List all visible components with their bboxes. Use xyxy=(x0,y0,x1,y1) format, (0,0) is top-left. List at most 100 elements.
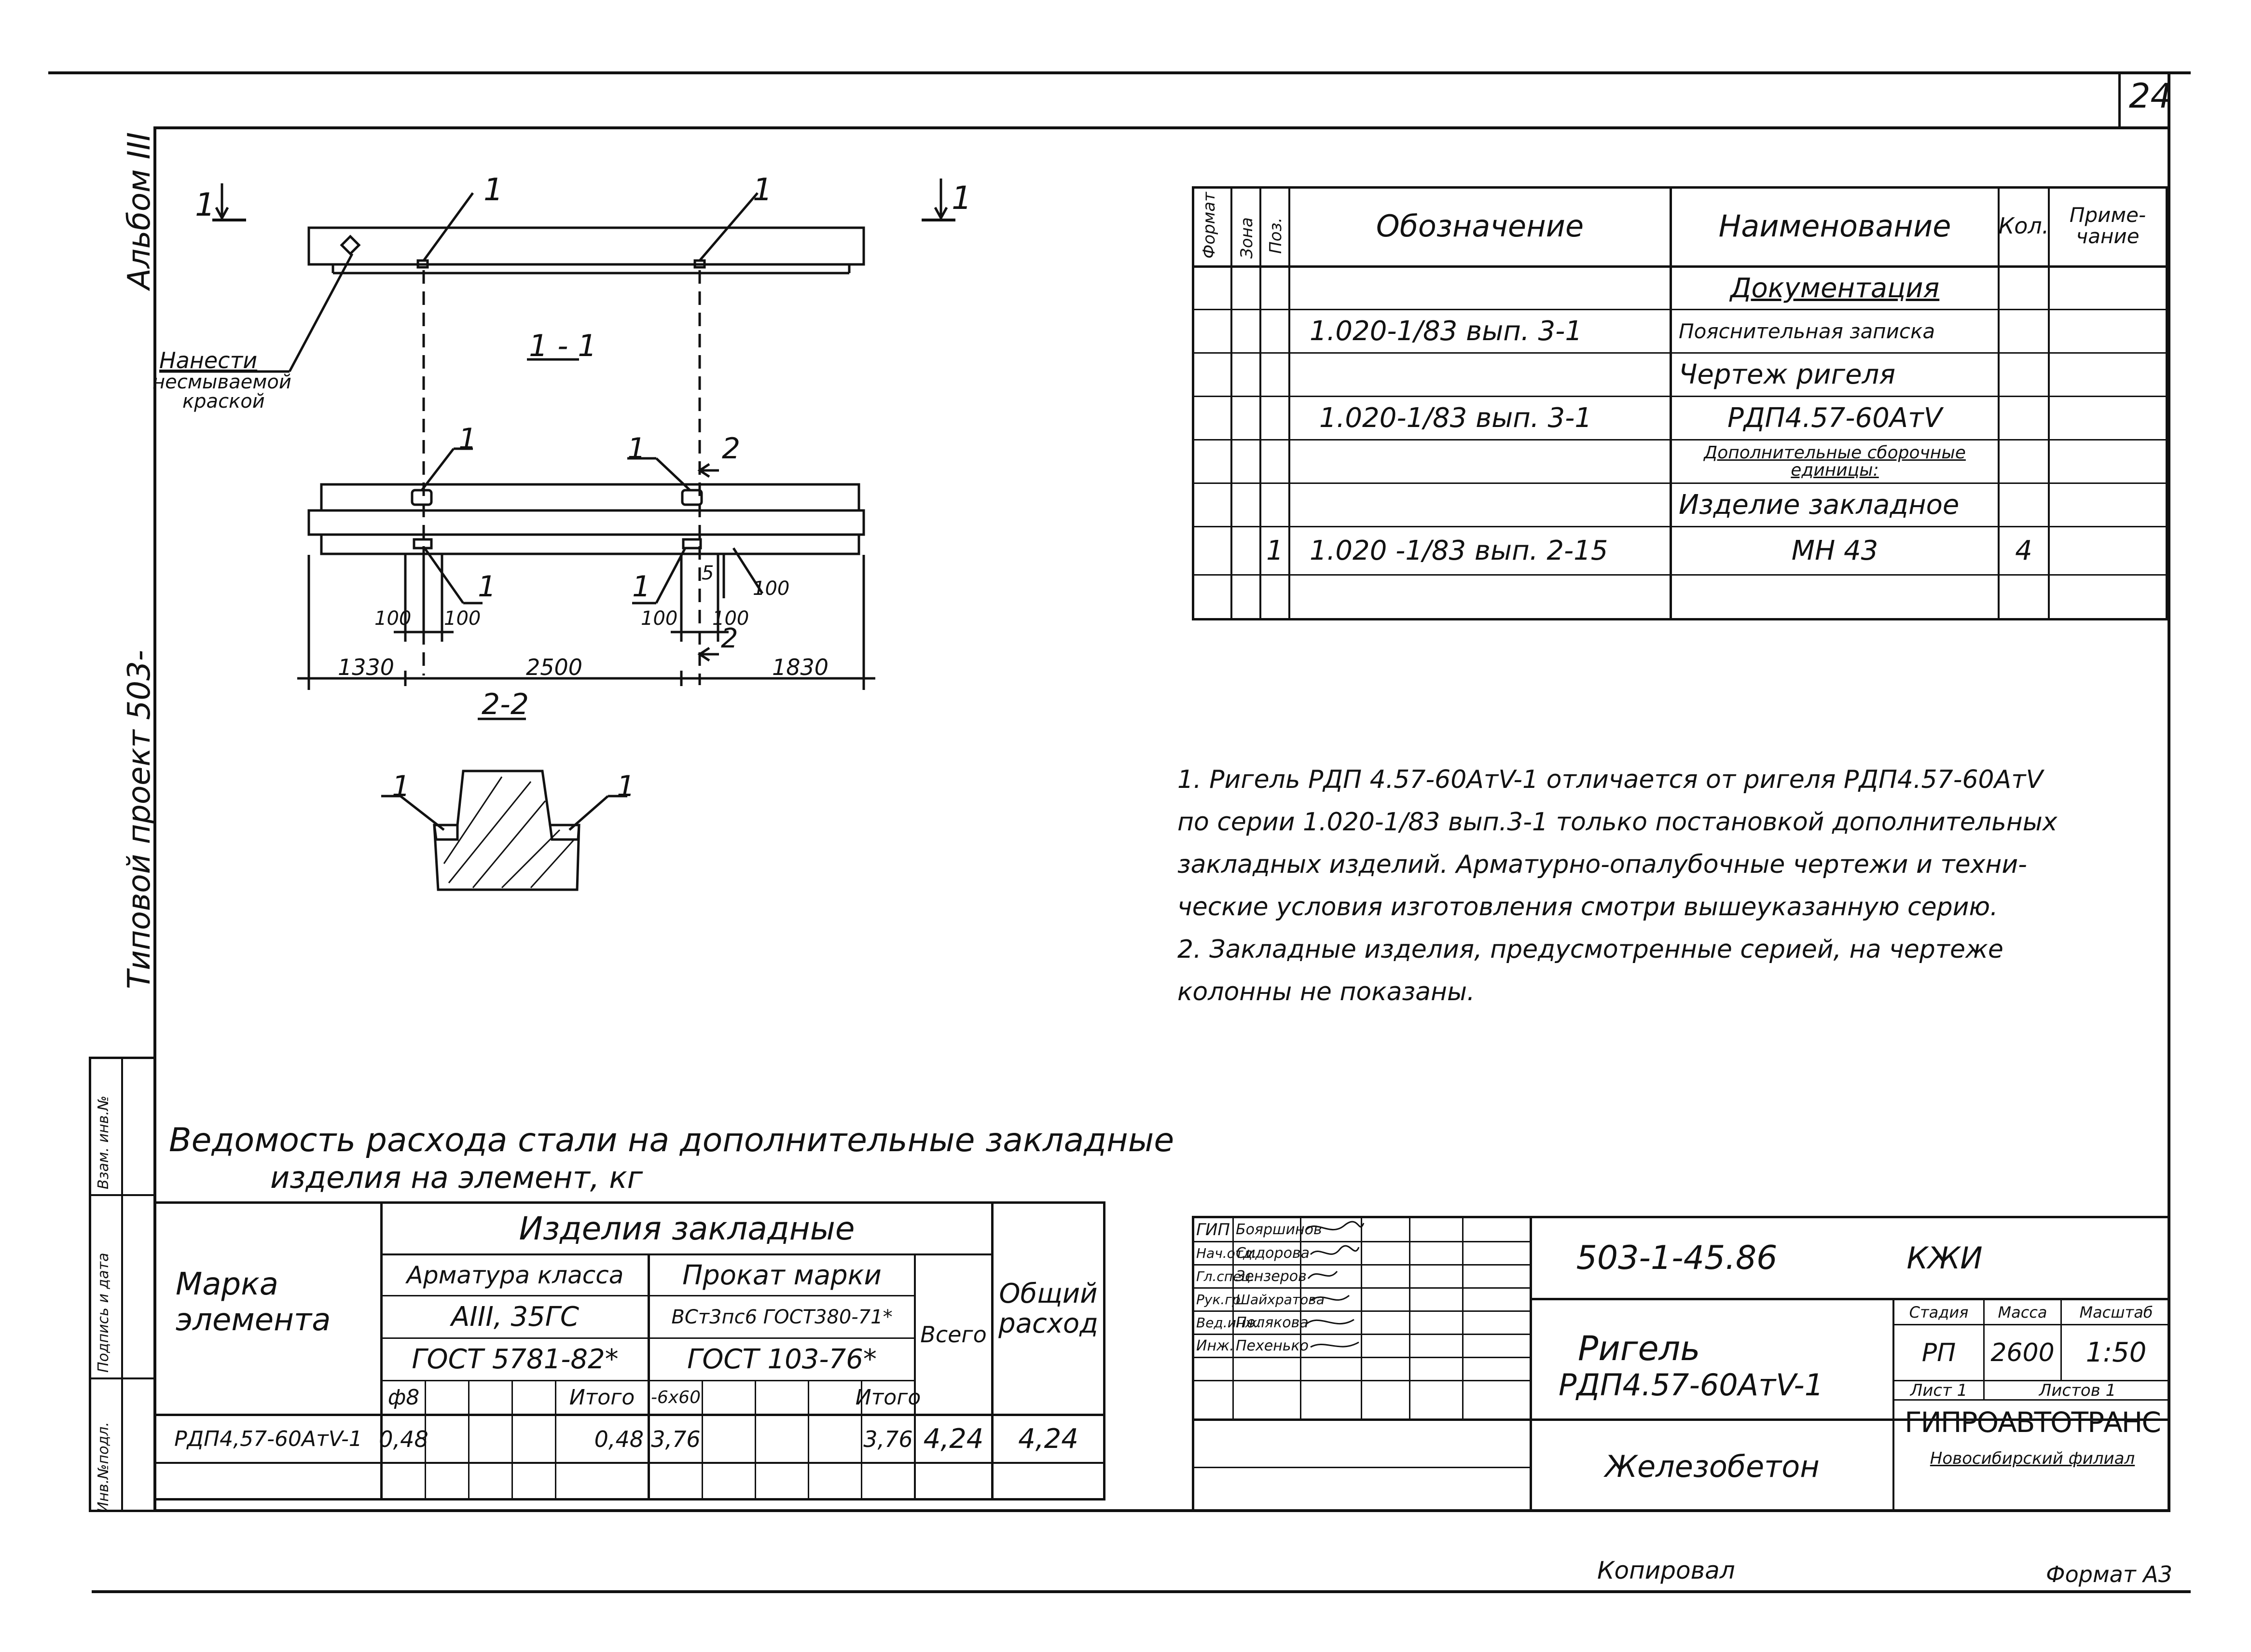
phi8-header: ф8 xyxy=(387,1385,420,1410)
row-3-designation: 1.020-1/83 вып. 3-1 xyxy=(1319,402,1592,434)
total-header: Всего xyxy=(920,1322,987,1348)
note-line-2: по серии 1.020-1/83 вып.3-1 только поста… xyxy=(1177,808,2058,837)
rolled-grade: ВСт3пс6 ГОСТ380-71* xyxy=(671,1306,893,1328)
frame-top xyxy=(153,126,2170,129)
notes: 1. Ригель РДП 4.57-60АтV-1 отличается от… xyxy=(1177,767,2162,1022)
signatures xyxy=(1305,1221,1365,1348)
row-itogo2: 3,76 xyxy=(863,1426,913,1452)
role-2: Гл.спец. xyxy=(1196,1268,1255,1284)
dim-100-a: 100 xyxy=(374,607,412,630)
dim-2500: 2500 xyxy=(526,654,583,680)
callout-top-2: 1 xyxy=(753,172,773,208)
row-mark: РДП4,57-60АтV-1 xyxy=(174,1427,362,1451)
org: ГИПРОАВТОТРАНС xyxy=(1905,1406,2161,1439)
callout-front-3: 1 xyxy=(478,570,497,604)
cut-mark-right: 1 xyxy=(952,179,972,217)
callout-section-left: 1 xyxy=(392,770,411,803)
embedded-header: Изделия закладные xyxy=(519,1210,855,1247)
note-line-4: ческие условия изготовления смотри вышеу… xyxy=(1177,893,1998,922)
side-stamp: Инв.№подл. Подпись и дата Взам. инв.№ xyxy=(89,1057,156,1513)
role-0: ГИП xyxy=(1196,1220,1230,1239)
callout-front-4: 1 xyxy=(632,570,651,604)
mark-header: Марка элемента xyxy=(176,1267,331,1338)
header-format: Формат xyxy=(1200,192,1219,259)
scale-header: Масштаб xyxy=(2079,1303,2153,1322)
name-0: Бояршинов xyxy=(1236,1221,1322,1238)
rolled-header: Прокат марки xyxy=(682,1259,882,1291)
page-number-box-left xyxy=(2118,71,2121,128)
section-1-1-title: 1 - 1 xyxy=(529,328,597,363)
dim-100-c: 100 xyxy=(641,607,678,630)
sheet: Лист 1 xyxy=(1910,1380,1968,1400)
header-note: Приме- чание xyxy=(2069,203,2146,248)
section-2-2-title: 2-2 xyxy=(482,688,529,721)
rolled-gost: ГОСТ 103-76* xyxy=(687,1344,877,1375)
row-total: 4,24 xyxy=(923,1423,984,1455)
row-overall: 4,24 xyxy=(1018,1423,1078,1455)
cut-mark-left: 1 xyxy=(195,186,215,223)
row-itogo1: 0,48 xyxy=(594,1426,644,1452)
note-line-5: 2. Закладные изделия, предусмотренные се… xyxy=(1177,935,2003,964)
note-line-6: колонны не показаны. xyxy=(1177,977,1475,1006)
role-3: Рук.гр. xyxy=(1196,1292,1245,1308)
cut-2-top: 2 xyxy=(722,432,741,466)
format-label: Формат А3 xyxy=(2046,1561,2172,1587)
frame-bottom xyxy=(153,1509,2170,1512)
top-rule xyxy=(48,71,2191,74)
spec-table: Формат Зона Поз. Обозначение Наименовани… xyxy=(1192,186,2168,620)
b6x60-header: -6х60 xyxy=(650,1388,701,1407)
rebar-gost: ГОСТ 5781-82* xyxy=(412,1344,619,1375)
name-1: Сидорова xyxy=(1236,1245,1310,1262)
name-3: Шайхратова xyxy=(1236,1292,1325,1308)
role-4: Вед.инж. xyxy=(1196,1315,1262,1331)
role-1: Нач.отд. xyxy=(1196,1245,1257,1261)
material: Железобетон xyxy=(1605,1449,1820,1484)
row-3-name: РДП4.57-60АтV xyxy=(1727,402,1943,434)
mass-value: 2600 xyxy=(1990,1338,2055,1367)
callout-front-2: 1 xyxy=(627,432,646,466)
paint-note-1: Нанести xyxy=(159,347,258,373)
steel-table-title-2: изделия на элемент, кг xyxy=(270,1160,643,1195)
header-designation: Обозначение xyxy=(1376,208,1584,244)
frame-left xyxy=(153,126,156,1512)
note-line-3: закладных изделий. Арматурно-опалубочные… xyxy=(1177,850,2027,879)
cut-2-bottom: 2 xyxy=(721,623,738,654)
kzhi: КЖИ xyxy=(1906,1240,1983,1276)
row-phi8: 0,48 xyxy=(379,1426,428,1452)
overall-header: Общий расход xyxy=(998,1278,1098,1339)
page-number: 24 xyxy=(2129,76,2172,116)
header-name: Наименование xyxy=(1718,208,1951,244)
sheets: Листов 1 xyxy=(2039,1380,2116,1400)
dim-5: 5 xyxy=(702,562,714,584)
title-block: ГИП Бояршинов Нач.отд. Сидорова Гл.спец.… xyxy=(1192,1216,2170,1512)
dim-1330: 1330 xyxy=(338,654,395,680)
header-pos: Поз. xyxy=(1266,217,1285,254)
row-5-name: Изделие закладное xyxy=(1679,489,1960,521)
row-1-designation: 1.020-1/83 вып. 3-1 xyxy=(1310,316,1582,347)
row-6-qty: 4 xyxy=(2015,535,2032,566)
header-zone: Зона xyxy=(1237,217,1257,259)
doc-code: 503-1-45.86 xyxy=(1576,1239,1778,1277)
itogo-header-1: Итого xyxy=(569,1385,635,1410)
steel-table-title-1: Ведомость расхода стали на дополнительны… xyxy=(169,1121,1174,1159)
dim-100-b: 100 xyxy=(444,607,481,630)
paint-note-2: несмываемой xyxy=(152,371,291,393)
bottom-rule xyxy=(92,1590,2191,1593)
stage-header: Стадия xyxy=(1909,1303,1969,1322)
row-0-name: Документация xyxy=(1730,273,1940,304)
dim-100-d: 100 xyxy=(712,607,749,630)
name-4: Полякова xyxy=(1236,1314,1309,1331)
rebar-class: АIII, 35ГС xyxy=(451,1301,579,1333)
steel-table: Марка элемента Изделия закладные Арматур… xyxy=(156,1201,1105,1501)
row-6-designation: 1.020 -1/83 вып. 2-15 xyxy=(1310,535,1608,566)
copied-label: Копировал xyxy=(1597,1556,1735,1584)
branch: Новосибирский филиал xyxy=(1930,1449,2135,1468)
row-4-name: Дополнительные сборочные единицы: xyxy=(1704,442,1966,480)
row-1-name: Пояснительная записка xyxy=(1679,319,1935,343)
callout-top-1: 1 xyxy=(483,172,503,208)
callout-section-right: 1 xyxy=(617,770,635,803)
callout-front-1: 1 xyxy=(458,422,477,456)
item-name-2: РДП4.57-60АтV-1 xyxy=(1559,1367,1824,1403)
dim-1830: 1830 xyxy=(772,654,829,680)
